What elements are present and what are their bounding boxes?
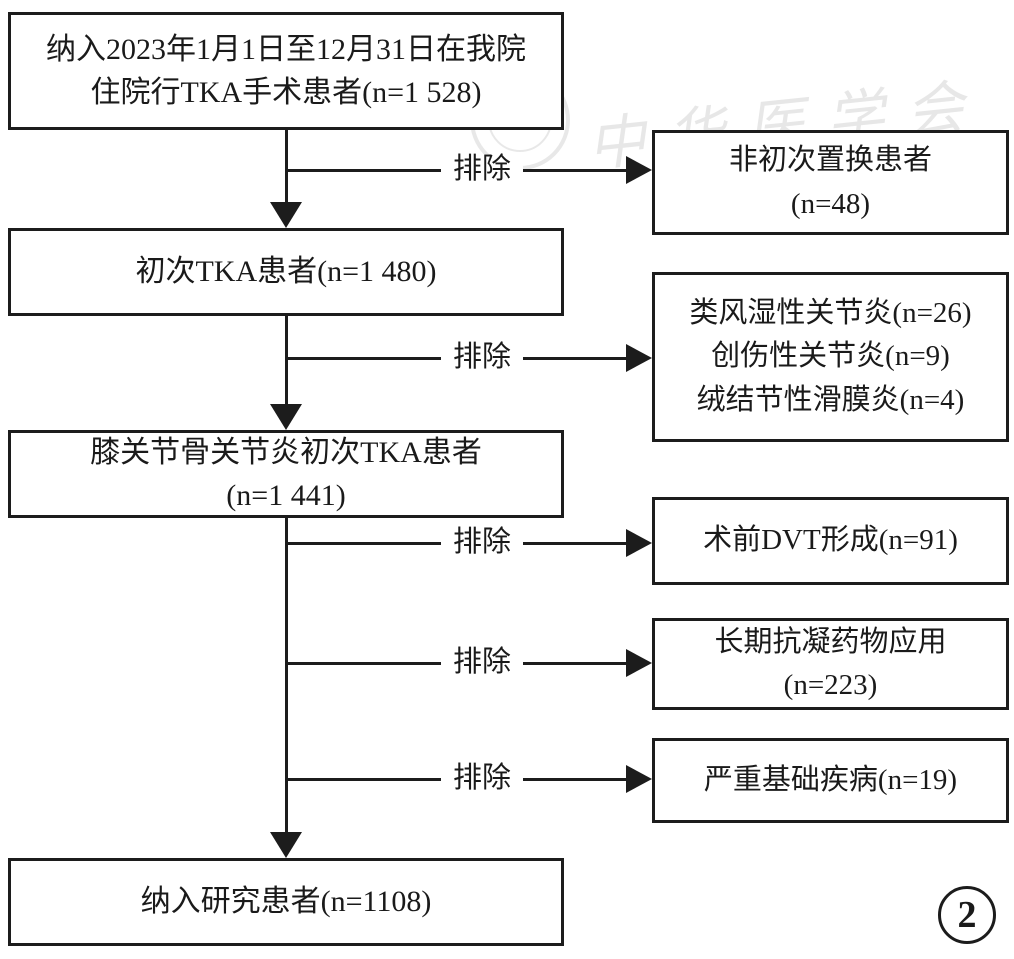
exclusion-box-severe-underlying-disease: 严重基础疾病(n=19) — [652, 738, 1009, 823]
exclusion-box-text-line: 长期抗凝药物应用 — [714, 625, 947, 658]
exclusion-box-text-line: 类风湿性关节炎(n=26) — [689, 296, 972, 329]
arrow-down-icon — [270, 404, 302, 430]
arrow-down-icon — [270, 832, 302, 858]
flow-box-knee-oa-primary-tka-patients: 膝关节骨关节炎初次TKA患者 (n=1 441) — [8, 430, 564, 518]
flow-box-text-line: 纳入2023年1月1日至12月31日在我院 — [46, 32, 526, 66]
connector-vertical-line — [285, 316, 288, 406]
exclusion-box-text-line: 术前DVT形成(n=91) — [703, 524, 958, 557]
flow-box-text-line: (n=1 441) — [226, 479, 346, 512]
exclude-label: 排除 — [440, 153, 524, 186]
exclusion-box-text-line: 绒结节性滑膜炎(n=4) — [696, 383, 965, 416]
exclude-label: 排除 — [440, 646, 524, 679]
flow-box-total-tka-patients: 纳入2023年1月1日至12月31日在我院 住院行TKA手术患者(n=1 528… — [8, 12, 564, 130]
exclude-label: 排除 — [440, 762, 524, 795]
arrow-right-icon — [626, 649, 652, 677]
arrow-right-icon — [626, 344, 652, 372]
connector-vertical-line — [285, 518, 288, 834]
arrow-right-icon — [626, 156, 652, 184]
exclusion-box-text-line: (n=48) — [790, 187, 871, 220]
exclusion-box-other-arthritis: 类风湿性关节炎(n=26) 创伤性关节炎(n=9) 绒结节性滑膜炎(n=4) — [652, 272, 1009, 442]
exclusion-box-preop-dvt: 术前DVT形成(n=91) — [652, 497, 1009, 585]
exclusion-box-text-line: 创伤性关节炎(n=9) — [711, 340, 950, 373]
flow-box-included-patients: 纳入研究患者(n=1108) — [8, 858, 564, 946]
exclude-label: 排除 — [440, 526, 524, 559]
exclusion-box-text-line: 严重基础疾病(n=19) — [703, 763, 958, 796]
figure-number-badge: 2 — [938, 886, 996, 944]
exclusion-box-text-line: (n=223) — [783, 669, 878, 701]
arrow-down-icon — [270, 202, 302, 228]
flow-box-text-line: 初次TKA患者(n=1 480) — [135, 255, 437, 289]
flow-box-text-line: 膝关节骨关节炎初次TKA患者 — [90, 435, 482, 469]
flow-box-primary-tka-patients: 初次TKA患者(n=1 480) — [8, 228, 564, 316]
exclude-label: 排除 — [440, 341, 524, 374]
arrow-right-icon — [626, 765, 652, 793]
flow-box-text-line: 住院行TKA手术患者(n=1 528) — [90, 76, 482, 109]
exclusion-box-non-primary-replacement: 非初次置换患者 (n=48) — [652, 130, 1009, 235]
arrow-right-icon — [626, 529, 652, 557]
exclusion-box-text-line: 非初次置换患者 — [728, 144, 932, 176]
exclusion-box-longterm-anticoagulant: 长期抗凝药物应用 (n=223) — [652, 618, 1009, 710]
connector-vertical-line — [285, 130, 288, 204]
flow-box-text-line: 纳入研究患者(n=1108) — [140, 885, 432, 919]
